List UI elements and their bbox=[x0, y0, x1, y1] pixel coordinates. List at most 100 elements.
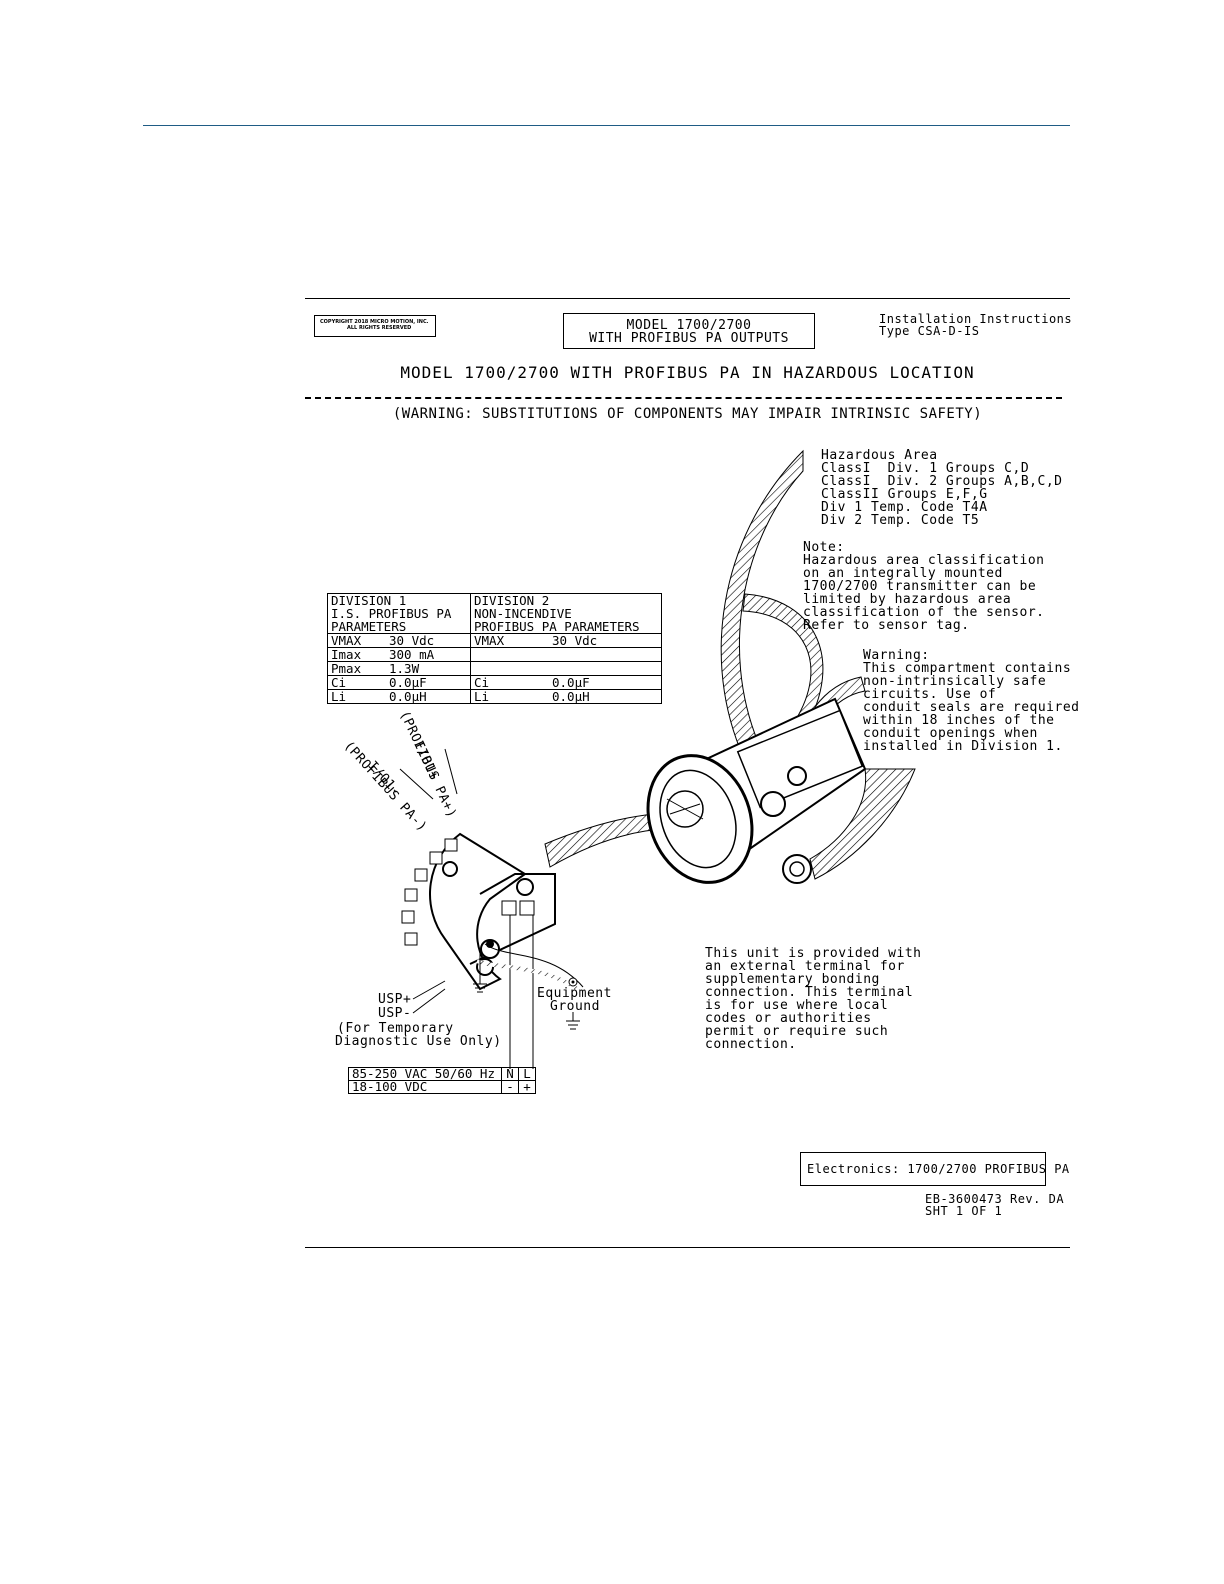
page-top-rule bbox=[143, 125, 1070, 126]
compartment-warning-5: within 18 inches of the bbox=[863, 713, 1055, 728]
dc-minus: - bbox=[501, 1080, 519, 1094]
param-key: Pmax bbox=[331, 661, 362, 676]
drawing-title: MODEL 1700/2700 WITH PROFIBUS PA IN HAZA… bbox=[400, 363, 975, 382]
bonding-note-6: permit or require such bbox=[705, 1024, 889, 1039]
equipment-ground-line2: Ground bbox=[550, 999, 600, 1014]
note-line-6: Refer to sensor tag. bbox=[803, 618, 970, 633]
note-line-0: Note: bbox=[803, 540, 845, 555]
power-table: 85-250 VAC 50/60 Hz N L 18-100 VDC - + bbox=[348, 1067, 536, 1094]
div2-header-line: DIVISION 2 bbox=[474, 593, 550, 608]
param-key: VMAX bbox=[331, 633, 362, 648]
param-value: 0.0µH bbox=[552, 689, 590, 704]
note-line-5: classification of the sensor. bbox=[803, 605, 1045, 620]
note-line-2: on an integrally mounted bbox=[803, 566, 1003, 581]
dc-plus: + bbox=[518, 1080, 536, 1094]
dashed-divider bbox=[305, 397, 1062, 399]
bonding-note-4: is for use where local bbox=[705, 998, 889, 1013]
bonding-note-2: supplementary bonding bbox=[705, 972, 880, 987]
dc-power-label: 18-100 VDC bbox=[348, 1080, 502, 1094]
compartment-warning-1: This compartment contains bbox=[863, 661, 1072, 676]
equipment-ground-line1: Equipment bbox=[537, 986, 612, 1001]
transmitter-drawing bbox=[399, 449, 916, 1069]
instructions-line2: Type CSA-D-IS bbox=[879, 324, 980, 338]
param-value: 300 mA bbox=[389, 647, 435, 662]
conduit-leader-arc bbox=[809, 768, 916, 880]
param-key: Li bbox=[474, 689, 490, 704]
note-line-4: limited by hazardous area bbox=[803, 592, 1012, 607]
usp-minus-label: USP- bbox=[378, 1006, 412, 1021]
electronics-box: Electronics: 1700/2700 PROFIBUS PA bbox=[800, 1152, 1069, 1186]
param-value: 1.3W bbox=[389, 661, 420, 676]
ac-power-label: 85-250 VAC 50/60 Hz bbox=[348, 1067, 502, 1081]
model-box: MODEL 1700/2700 WITH PROFIBUS PA OUTPUTS bbox=[563, 313, 815, 349]
param-value: 30 Vdc bbox=[552, 633, 598, 648]
div1-header-line: DIVISION 1 bbox=[331, 593, 407, 608]
safety-warning: (WARNING: SUBSTITUTIONS OF COMPONENTS MA… bbox=[392, 406, 983, 422]
bonding-note-3: connection. This terminal bbox=[705, 985, 914, 1000]
div1-cell: Imax 300 mA bbox=[327, 647, 471, 662]
param-key: VMAX bbox=[474, 633, 505, 648]
table-row: 18-100 VDC - + bbox=[348, 1080, 536, 1094]
sheet-number: SHT 1 OF 1 bbox=[925, 1204, 1003, 1218]
div1-header-line: I.S. PROFIBUS PA bbox=[331, 606, 452, 621]
compartment-warning-0: Warning: bbox=[863, 648, 930, 663]
hazard-line-5: Div 2 Temp. Code T5 bbox=[821, 513, 980, 528]
div2-header-line: NON-INCENDIVE bbox=[474, 606, 572, 621]
param-value: 0.0µF bbox=[552, 675, 590, 690]
div2-cell bbox=[470, 661, 662, 676]
div2-header-line: PROFIBUS PA PARAMETERS bbox=[474, 619, 640, 634]
hazard-line-1: ClassI Div. 1 Groups C,D bbox=[821, 461, 1030, 476]
note-line-3: 1700/2700 transmitter can be bbox=[803, 579, 1037, 594]
diagnostic-line1: (For Temporary bbox=[337, 1021, 454, 1036]
model-line2: WITH PROFIBUS PA OUTPUTS bbox=[589, 331, 789, 346]
param-value: 30 Vdc bbox=[389, 633, 435, 648]
hazard-line-3: ClassII Groups E,F,G bbox=[821, 487, 988, 502]
table-row: Li 0.0µH Li 0.0µH bbox=[327, 689, 662, 704]
bonding-note-7: connection. bbox=[705, 1037, 797, 1052]
drawing-number: EB-3600473 Rev. DA bbox=[925, 1192, 1065, 1206]
div1-cell: Li 0.0µH bbox=[327, 689, 471, 704]
bonding-note-1: an external terminal for bbox=[705, 959, 905, 974]
compartment-warning-2: non-intrinsically safe bbox=[863, 674, 1047, 689]
div2-cell: Ci 0.0µF bbox=[470, 675, 662, 690]
compartment-warning-6: conduit openings when bbox=[863, 726, 1038, 741]
instructions-line1: Installation Instructions bbox=[879, 312, 1073, 326]
note-line-1: Hazardous area classification bbox=[803, 553, 1045, 568]
diagnostic-line2: Diagnostic Use Only) bbox=[335, 1034, 502, 1049]
compartment-warning-3: circuits. Use of bbox=[863, 687, 997, 702]
electronics-label: Electronics: 1700/2700 PROFIBUS PA bbox=[807, 1162, 1070, 1176]
param-key: Imax bbox=[331, 647, 362, 662]
usp-plus-label: USP+ bbox=[378, 992, 412, 1007]
table-row: Imax 300 mA bbox=[327, 647, 662, 662]
table-row: Pmax 1.3W bbox=[327, 661, 662, 676]
terminal-block bbox=[399, 748, 584, 1069]
table-row: VMAX 30 Vdc VMAX 30 Vdc bbox=[327, 633, 662, 648]
param-value: 0.0µH bbox=[389, 689, 427, 704]
compartment-warning-4: conduit seals are required bbox=[863, 700, 1080, 715]
div2-cell bbox=[470, 647, 662, 662]
div1-header-line: PARAMETERS bbox=[331, 619, 407, 634]
copyright-box: COPYRIGHT 2018 MICRO MOTION, INC. ALL RI… bbox=[314, 315, 436, 337]
compartment-warning-7: installed in Division 1. bbox=[863, 739, 1063, 754]
param-key: Ci bbox=[331, 675, 347, 690]
bonding-note-5: codes or authorities bbox=[705, 1011, 872, 1026]
hazard-line-2: ClassI Div. 2 Groups A,B,C,D bbox=[821, 474, 1063, 489]
div2-cell: VMAX 30 Vdc bbox=[470, 633, 662, 648]
copyright-line1: COPYRIGHT 2018 MICRO MOTION, INC. bbox=[320, 319, 429, 325]
bonding-note-0: This unit is provided with bbox=[705, 946, 922, 961]
param-key: Ci bbox=[474, 675, 490, 690]
drawing-sheet: COPYRIGHT 2018 MICRO MOTION, INC. ALL RI… bbox=[305, 298, 1079, 1248]
param-key: Li bbox=[331, 689, 347, 704]
div2-cell: Li 0.0µH bbox=[470, 689, 662, 704]
copyright-line2: ALL RIGHTS RESERVED bbox=[347, 325, 412, 331]
hazard-line-0: Hazardous Area bbox=[821, 448, 938, 463]
table-row: 85-250 VAC 50/60 Hz N L bbox=[348, 1067, 536, 1081]
model-line1: MODEL 1700/2700 bbox=[626, 318, 752, 333]
div1-cell: Pmax 1.3W bbox=[327, 661, 471, 676]
